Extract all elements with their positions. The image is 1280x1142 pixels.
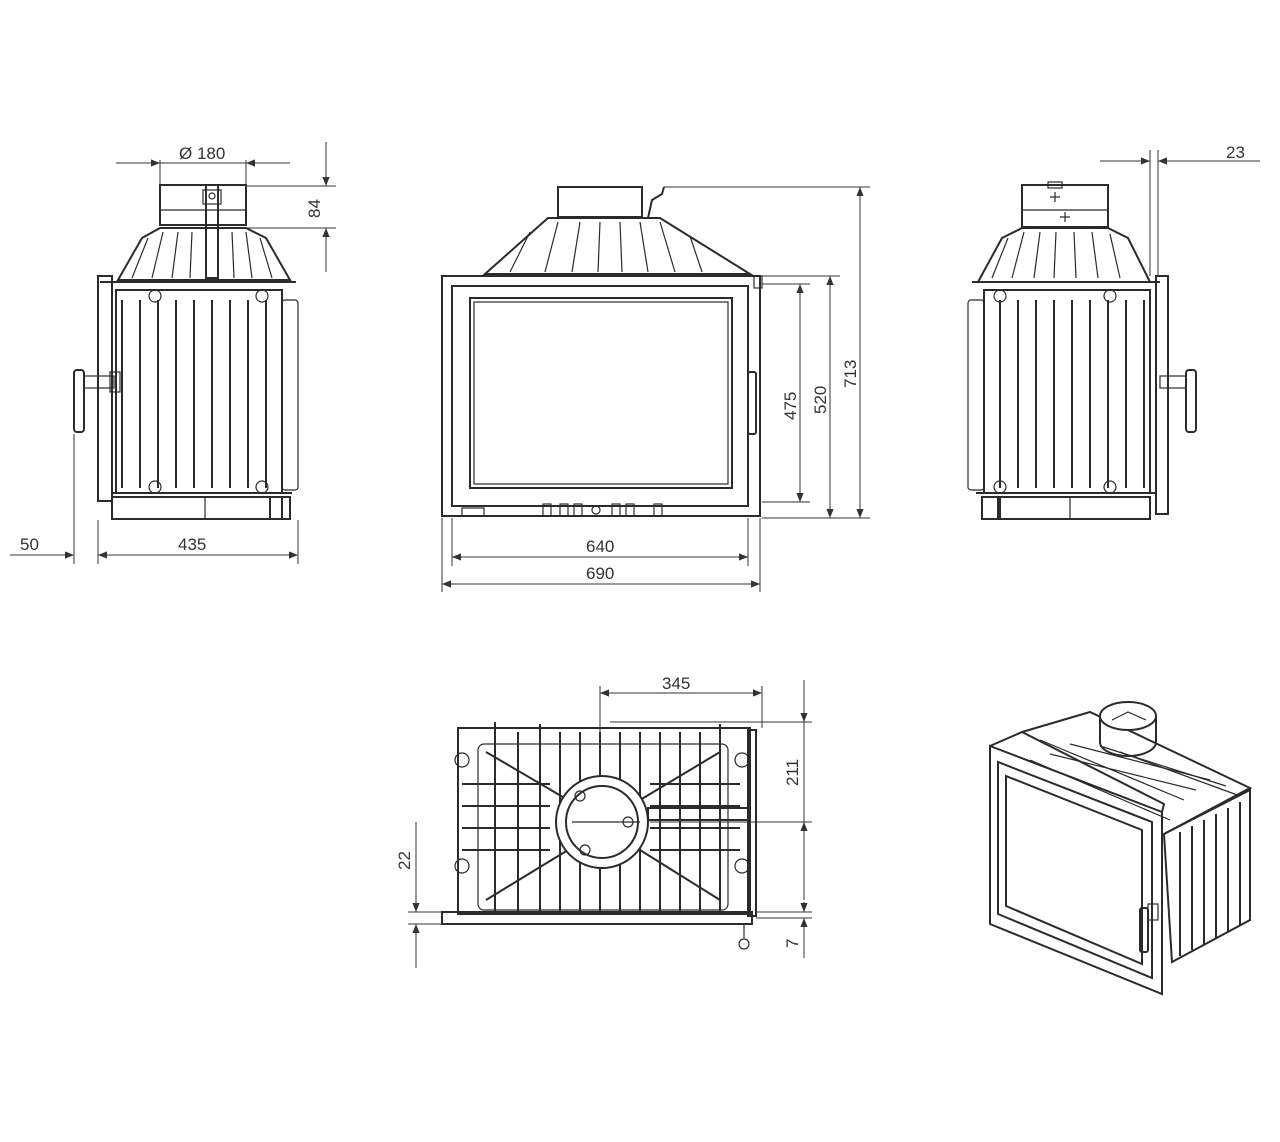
dim-door-width: 690 — [586, 564, 614, 583]
dim-side-depth: 435 — [178, 535, 206, 554]
side-view-right — [967, 181, 1197, 520]
dimension-lines — [10, 142, 1260, 968]
isometric-view — [989, 701, 1253, 996]
dim-door-height: 520 — [811, 386, 830, 414]
dimension-labels: Ø 180 84 50 435 640 690 475 520 713 23 3… — [20, 143, 1245, 948]
dim-flue-diameter: Ø 180 — [179, 144, 225, 163]
front-view — [441, 186, 763, 517]
dim-flue-height: 84 — [305, 199, 324, 218]
top-view — [441, 722, 757, 950]
dim-glass-width: 640 — [586, 537, 614, 556]
dim-handle-projection: 23 — [1226, 143, 1245, 162]
dim-top-frame-offset: 22 — [395, 851, 414, 870]
dim-left-offset: 50 — [20, 535, 39, 554]
dim-top-flue-offset-y: 211 — [783, 759, 802, 786]
dim-top-flue-offset-x: 345 — [662, 674, 690, 693]
side-view-left — [73, 184, 299, 520]
dim-total-height: 713 — [841, 360, 860, 388]
dim-top-frame-thickness: 7 — [783, 939, 802, 948]
dim-glass-height: 475 — [781, 392, 800, 420]
